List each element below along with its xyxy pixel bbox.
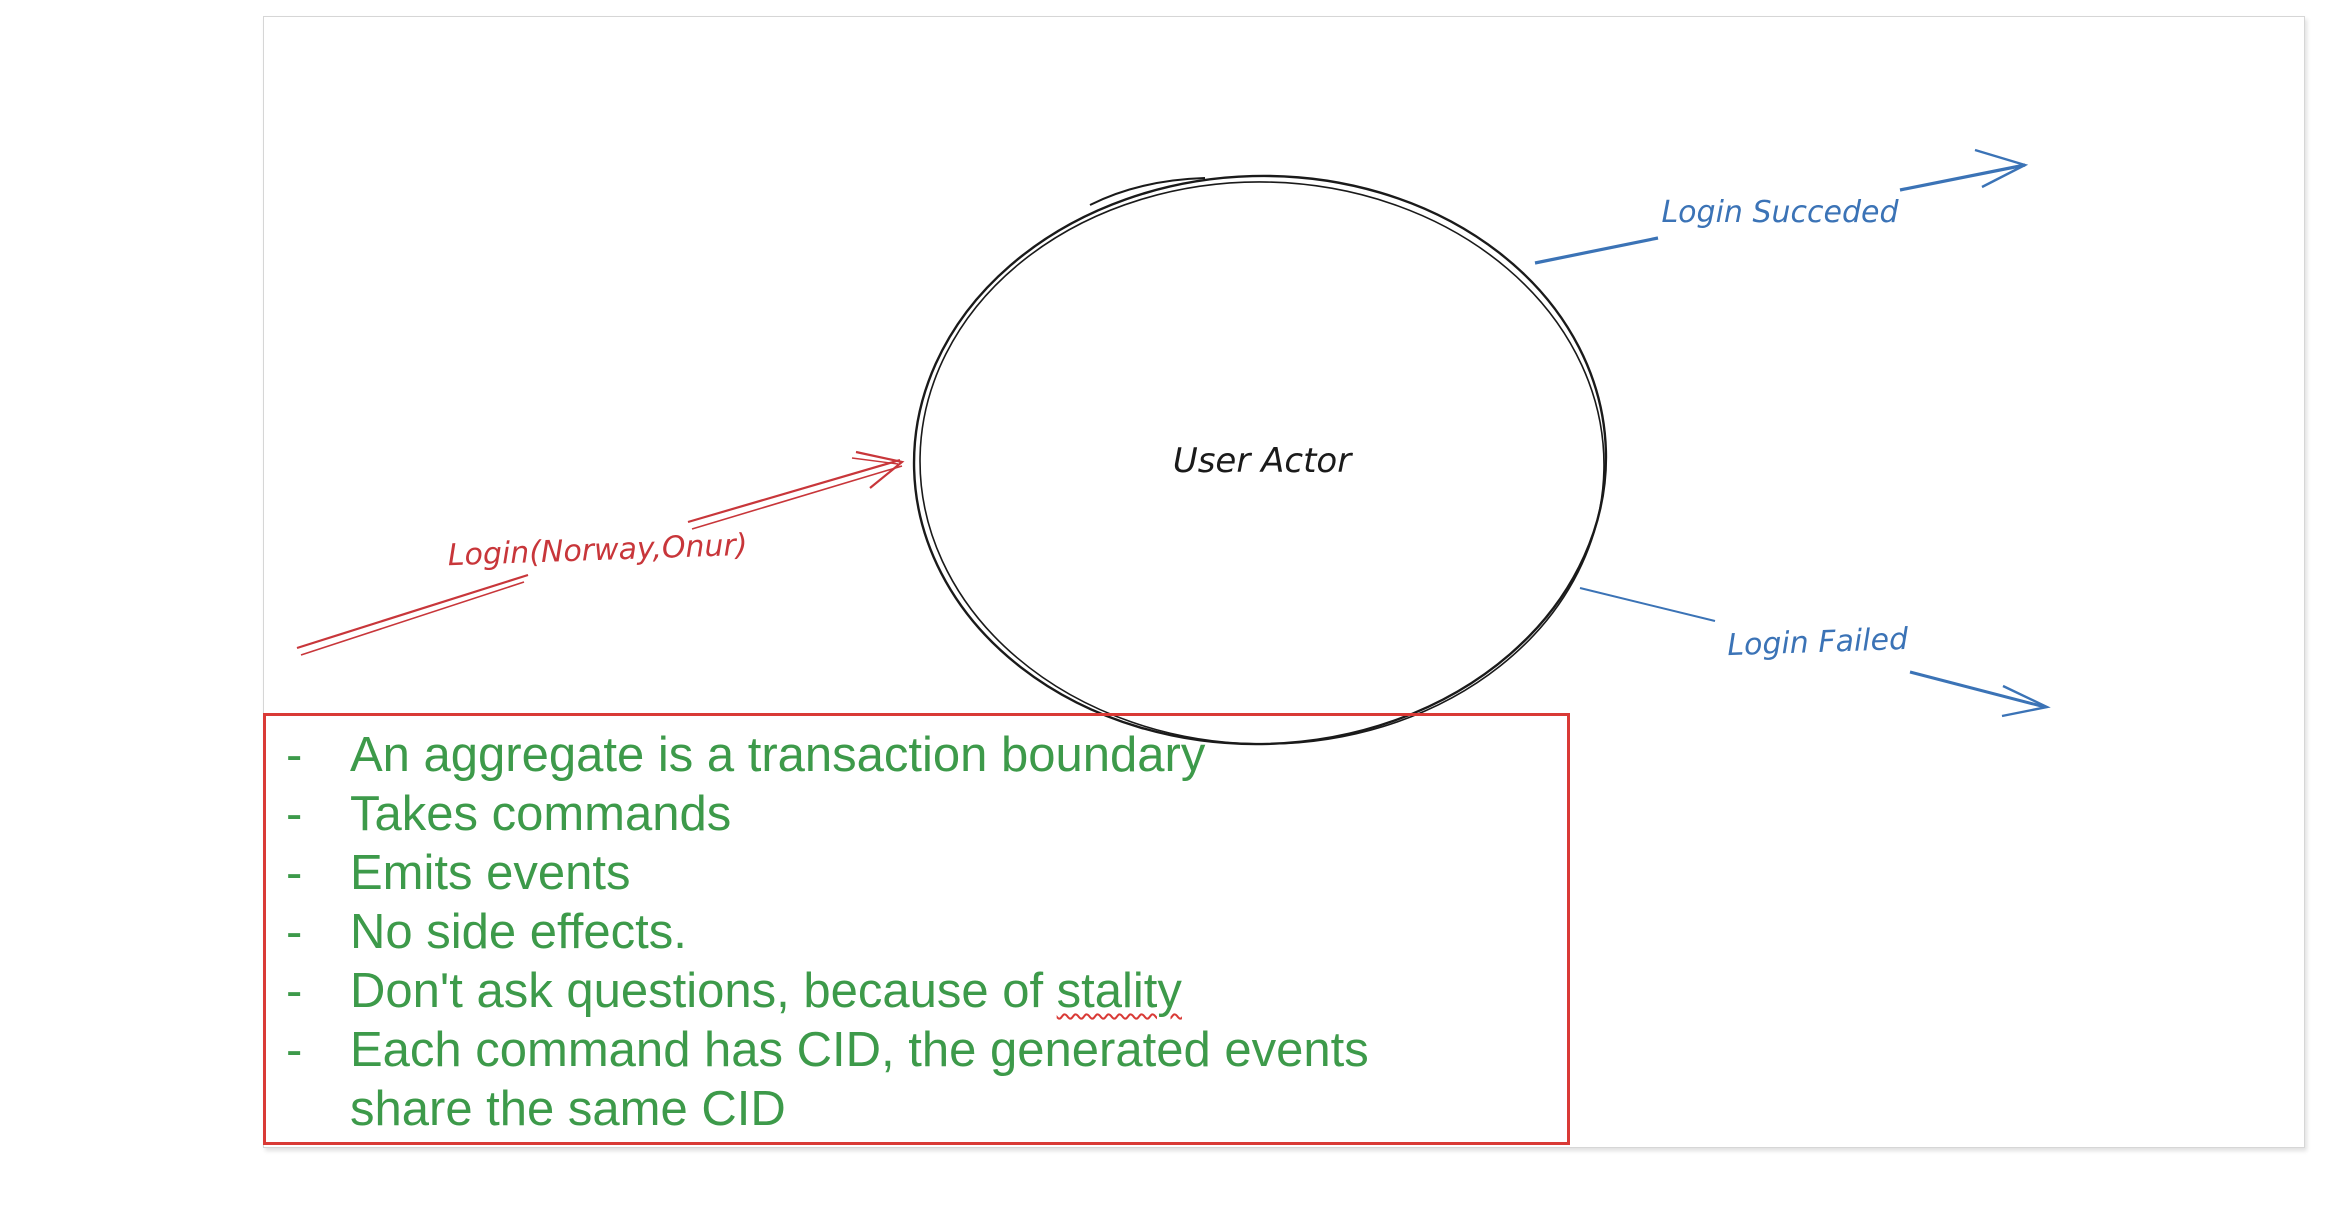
bullet-dash: - (286, 1023, 303, 1077)
note-item-emits-events: -Emits events (280, 844, 1567, 903)
note-text: No side effects. (350, 905, 687, 959)
note-text: Don't ask questions, because of (350, 964, 1057, 1018)
note-item-dont-ask-questions: -Don't ask questions, because of stality (280, 962, 1567, 1021)
note-text: Each command has CID, the generated even… (350, 1023, 1369, 1136)
bullet-dash: - (286, 905, 303, 959)
note-text: An aggregate is a transaction boundary (350, 728, 1206, 782)
notes-list: -An aggregate is a transaction boundary … (266, 716, 1567, 1139)
event-failure-arrow (1579, 587, 2051, 718)
note-text: Emits events (350, 846, 631, 900)
bullet-dash: - (286, 787, 303, 841)
note-item-takes-commands: -Takes commands (280, 785, 1567, 844)
command-label: Login(Norway,Onur) (447, 528, 748, 573)
note-item-cid: -Each command has CID, the generated eve… (280, 1021, 1567, 1139)
actor-label: User Actor (1173, 441, 1353, 481)
slide (263, 16, 2305, 1148)
bullet-dash: - (286, 728, 303, 782)
bullet-dash: - (286, 964, 303, 1018)
bullet-dash: - (286, 846, 303, 900)
note-text: Takes commands (350, 787, 732, 841)
event-failure-label: Login Failed (1727, 622, 1910, 663)
event-success-label: Login Succeded (1661, 195, 1899, 230)
command-arrow (296, 450, 905, 656)
spellcheck-flagged-word[interactable]: stality (1056, 964, 1182, 1018)
note-item-no-side-effects: -No side effects. (280, 903, 1567, 962)
user-actor-circle[interactable] (907, 167, 1614, 753)
event-success-arrow (1534, 148, 2029, 265)
note-item-transaction-boundary: -An aggregate is a transaction boundary (280, 726, 1567, 785)
notes-box: -An aggregate is a transaction boundary … (263, 713, 1570, 1145)
